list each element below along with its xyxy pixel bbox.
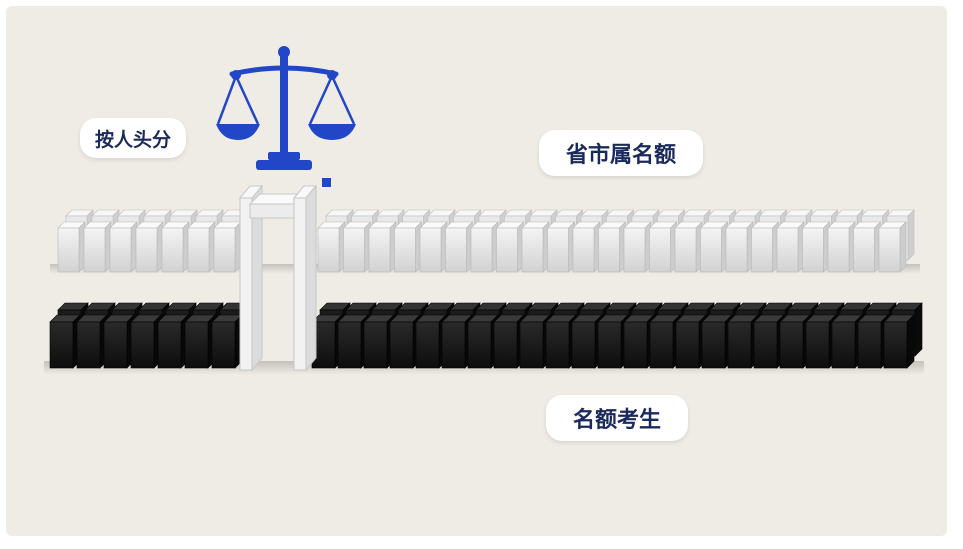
blue-square-marker	[322, 178, 331, 187]
black-block	[211, 314, 243, 369]
white-block	[521, 221, 550, 273]
balance-scale-icon	[216, 46, 356, 170]
white-block	[623, 221, 652, 273]
black-block	[519, 314, 551, 369]
black-block	[184, 314, 216, 369]
white-block	[572, 221, 601, 273]
black-block	[389, 314, 421, 369]
white-block	[648, 221, 678, 273]
white-block	[444, 221, 474, 273]
black-block	[130, 314, 162, 369]
white-block	[368, 221, 397, 273]
white-block	[801, 221, 831, 273]
white-block	[57, 221, 86, 273]
diagram-scene	[44, 46, 924, 375]
white-block	[470, 221, 499, 273]
black-block	[779, 314, 811, 369]
white-block	[725, 221, 754, 273]
white-block	[546, 221, 576, 273]
black-block	[727, 314, 759, 369]
black-block	[883, 314, 915, 369]
white-block	[317, 221, 346, 273]
white-block	[827, 221, 856, 273]
black-block	[805, 314, 837, 369]
white-block	[699, 221, 729, 273]
white-block	[213, 221, 242, 273]
white-block	[342, 221, 372, 273]
label-per-capita: 按人头分	[80, 118, 186, 158]
white-block	[674, 221, 703, 273]
black-block	[157, 314, 189, 369]
black-block	[76, 314, 108, 369]
black-block	[753, 314, 785, 369]
black-block	[831, 314, 863, 369]
diagram-canvas: 按人头分 省市属名额 名额考生	[6, 6, 947, 536]
white-block	[83, 221, 112, 273]
white-block	[597, 221, 627, 273]
white-block	[852, 221, 882, 273]
white-block	[419, 221, 448, 273]
black-block	[49, 314, 81, 369]
white-block	[161, 221, 190, 273]
white-block	[750, 221, 780, 273]
black-block	[363, 314, 395, 369]
black-block	[545, 314, 577, 369]
black-block	[337, 314, 369, 369]
black-block	[649, 314, 681, 369]
black-block	[441, 314, 473, 369]
black-block	[103, 314, 135, 369]
block-rows	[49, 209, 923, 369]
label-quota-candidates: 名额考生	[546, 395, 688, 441]
label-provincial-quota: 省市属名额	[539, 130, 703, 176]
white-block	[495, 221, 525, 273]
white-block	[187, 221, 216, 273]
white-block	[393, 221, 423, 273]
black-block	[415, 314, 447, 369]
white-block	[135, 221, 164, 273]
white-block	[109, 221, 138, 273]
white-block	[776, 221, 805, 273]
black-block	[857, 314, 889, 369]
white-block	[878, 221, 907, 273]
black-block	[623, 314, 655, 369]
black-block	[571, 314, 603, 369]
black-block	[701, 314, 733, 369]
gate-divider	[238, 184, 318, 372]
black-block	[675, 314, 707, 369]
black-block	[467, 314, 499, 369]
black-block	[493, 314, 525, 369]
black-block	[597, 314, 629, 369]
